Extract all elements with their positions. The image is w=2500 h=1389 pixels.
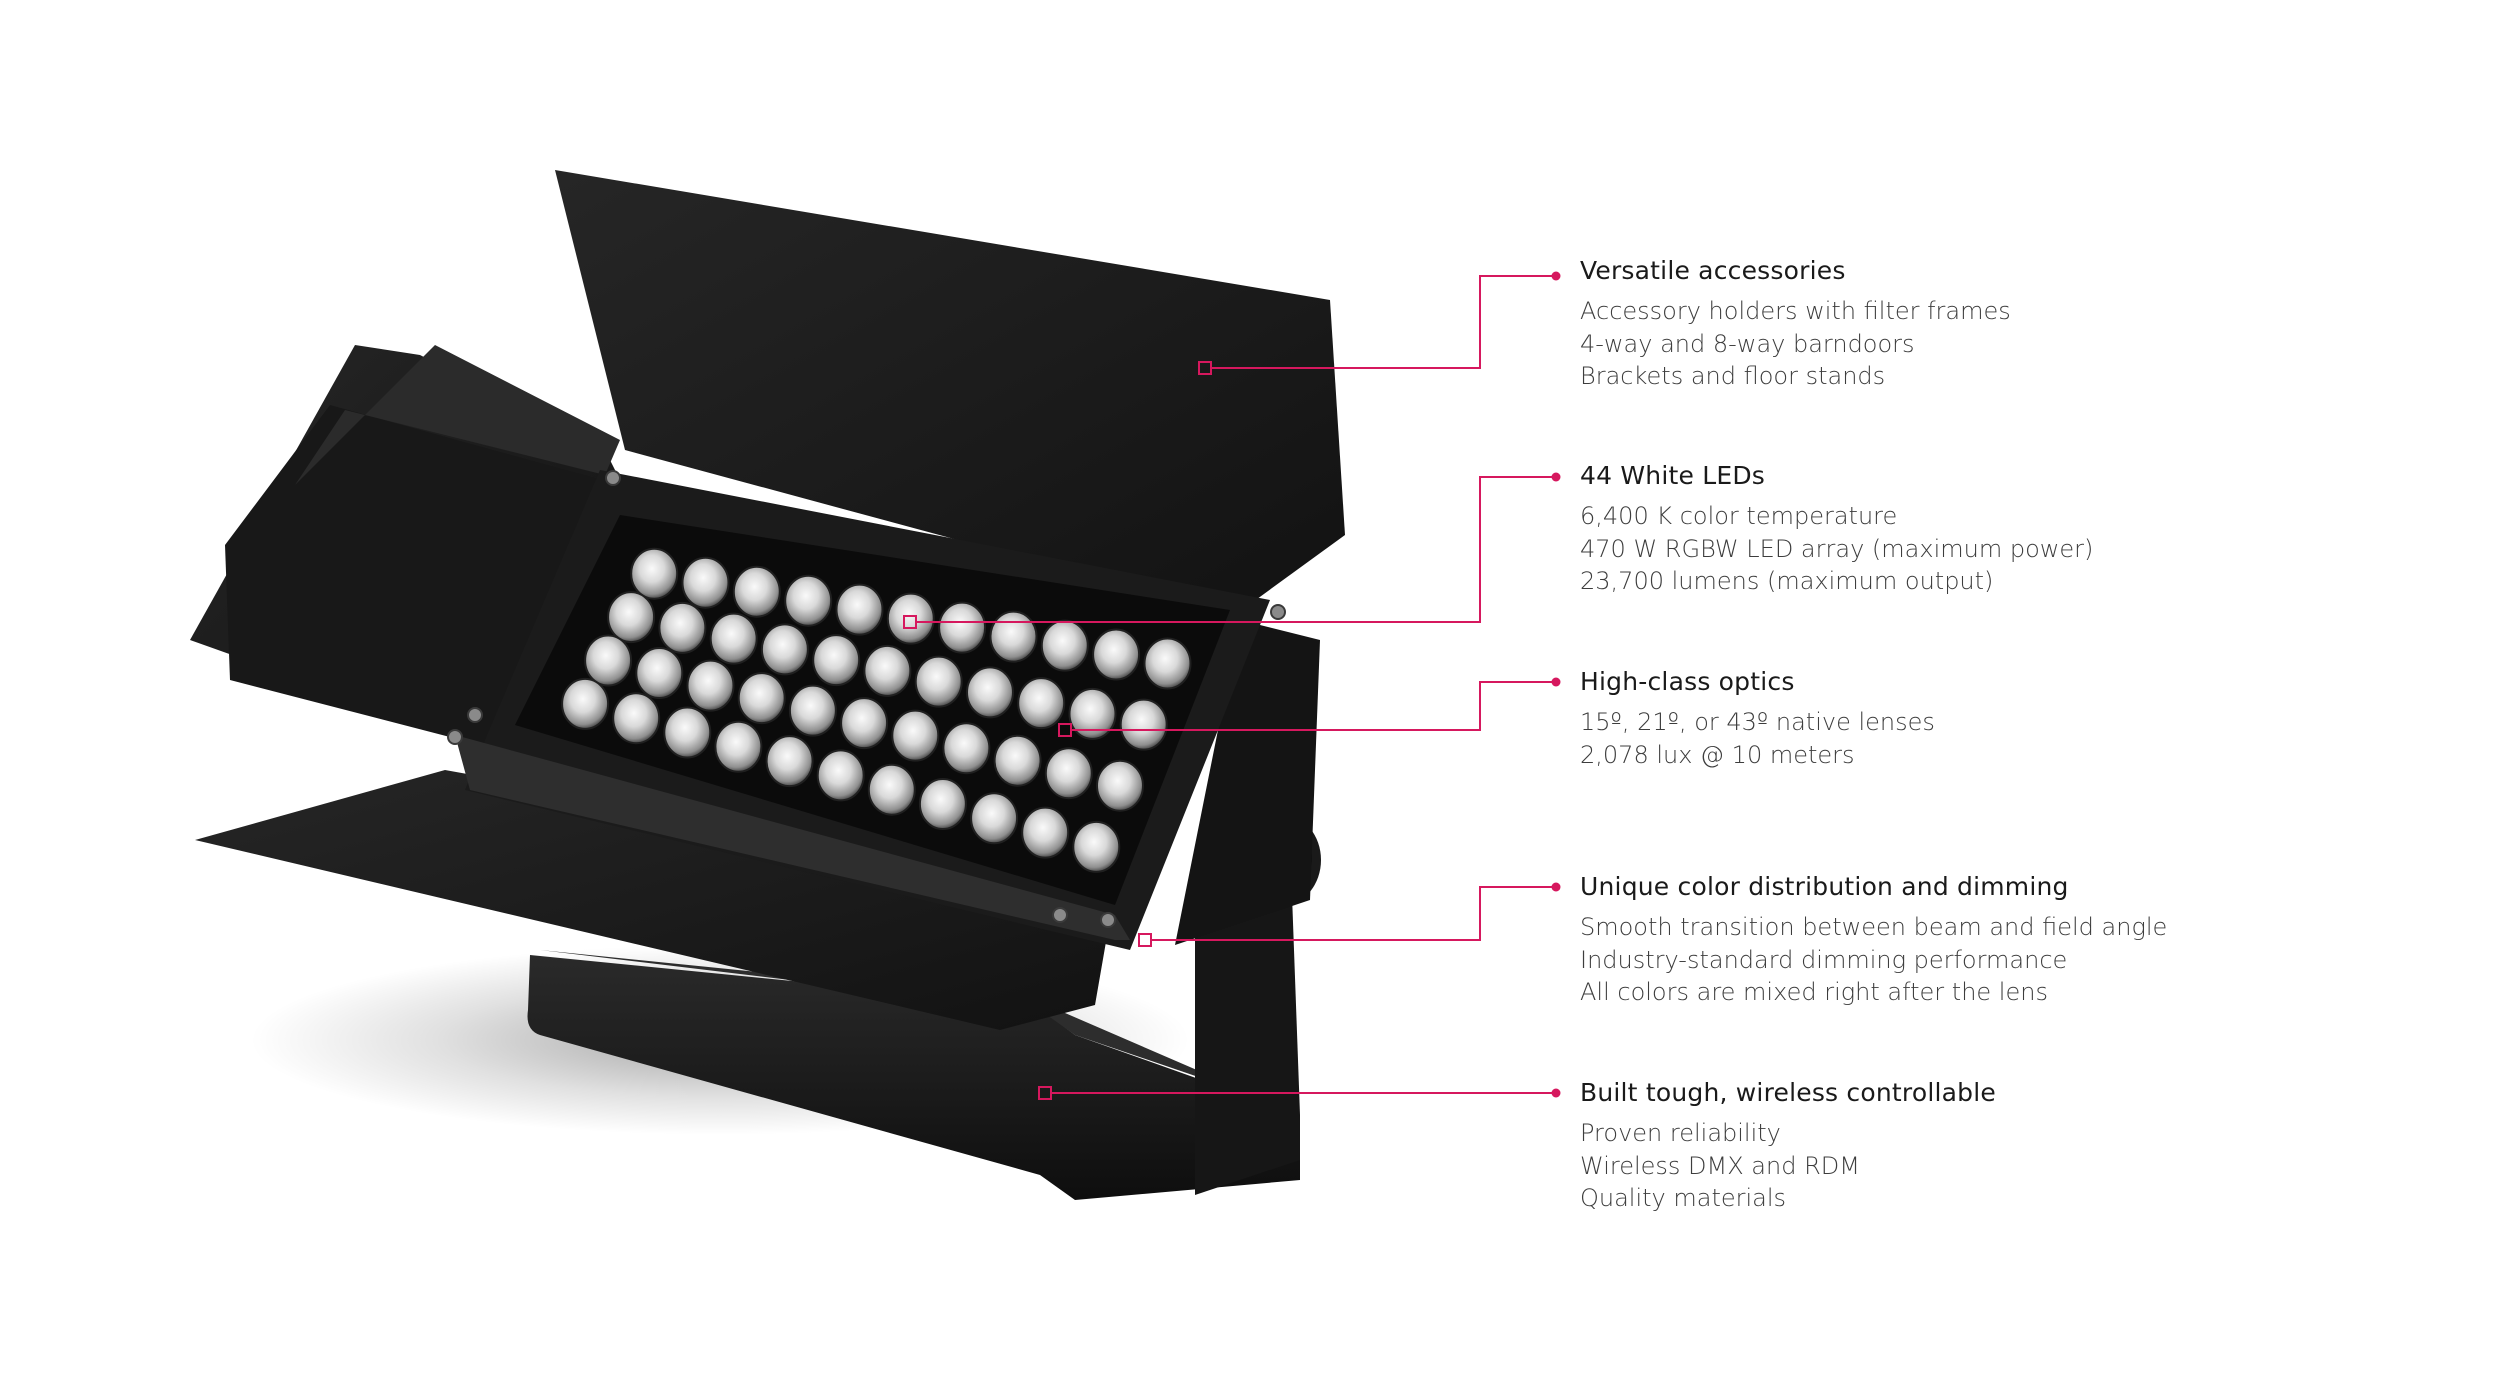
- led-lens: [714, 720, 763, 773]
- led-lens: [993, 734, 1042, 787]
- feature-title: Built tough, wireless controllable: [1580, 1078, 1996, 1107]
- feature-list: 15º, 21º, or 43º native lenses 2,078 lux…: [1580, 706, 2480, 771]
- barndoor-top: [555, 170, 1345, 615]
- feature-item: Proven reliability: [1580, 1119, 1781, 1147]
- led-lens: [1040, 619, 1089, 672]
- led-lens: [607, 591, 656, 644]
- led-lens: [891, 709, 940, 762]
- callout-marker: [903, 615, 917, 629]
- led-lens: [784, 574, 833, 627]
- feature-item: 4-way and 8-way barndoors: [1580, 329, 1915, 358]
- led-lens: [612, 692, 661, 745]
- led-lens: [863, 644, 912, 697]
- led-lens: [938, 601, 987, 654]
- led-lens: [816, 749, 865, 802]
- led-lens: [658, 601, 707, 654]
- feature-list: Proven reliability Wireless DMX and RDM …: [1580, 1117, 2480, 1215]
- led-array: [561, 547, 1192, 873]
- callout-line: [1151, 886, 1552, 941]
- callout-lines: [903, 271, 1561, 1100]
- feature-item: 2,078 lux @ 10 meters: [1580, 740, 1855, 769]
- rear-housing: [1175, 620, 1320, 945]
- feature-item: All colors are mixed right after the len…: [1580, 978, 2048, 1006]
- led-lens: [635, 647, 684, 699]
- led-lens: [1021, 806, 1070, 859]
- led-lens: [914, 655, 963, 708]
- callout-dot: [1551, 882, 1561, 892]
- led-lens: [1017, 677, 1066, 730]
- feature-item: Quality materials: [1580, 1184, 1787, 1212]
- barndoor-left-panel: [295, 345, 620, 485]
- led-lens: [1072, 820, 1121, 873]
- feature-list: Smooth transition between beam and field…: [1580, 911, 2480, 1009]
- feature-color-distribution: Unique color distribution and dimming Sm…: [1580, 872, 2480, 1009]
- callout-marker: [1038, 1086, 1052, 1100]
- led-lens: [886, 592, 935, 645]
- feature-title: Versatile accessories: [1580, 256, 1846, 285]
- led-lens: [966, 666, 1014, 719]
- led-lens: [942, 722, 991, 775]
- feature-item: Industry-standard dimming performance: [1580, 945, 2068, 974]
- led-lens: [732, 565, 781, 618]
- feature-versatile-accessories: Versatile accessories Accessory holders …: [1580, 256, 2480, 393]
- feature-item: 6,400 K color temperature: [1580, 502, 1898, 530]
- feature-list: 6,400 K color temperature 470 W RGBW LED…: [1580, 500, 2480, 598]
- led-lens: [788, 684, 837, 737]
- led-lens: [681, 556, 730, 609]
- feature-item: Brackets and floor stands: [1580, 362, 1886, 390]
- led-lens: [1092, 628, 1141, 681]
- led-lens: [989, 610, 1038, 663]
- callout-dot: [1551, 271, 1561, 281]
- callout-marker: [1198, 361, 1212, 375]
- callout-dot: [1551, 472, 1561, 482]
- led-lens: [835, 583, 884, 636]
- led-lens: [686, 659, 735, 712]
- feature-list: Accessory holders with filter frames 4-w…: [1580, 295, 2480, 393]
- feature-item: 15º, 21º, or 43º native lenses: [1580, 708, 1935, 736]
- led-lens: [663, 706, 712, 759]
- callout-dot: [1551, 677, 1561, 687]
- led-lens: [840, 697, 889, 750]
- feature-item: Wireless DMX and RDM: [1580, 1151, 1860, 1180]
- led-lens: [584, 634, 633, 687]
- led-lens: [1068, 687, 1117, 740]
- front-frame-lip: [455, 735, 1130, 940]
- led-lens: [561, 677, 610, 730]
- led-lens: [970, 792, 1019, 845]
- barndoor-bottom: [195, 770, 1115, 1030]
- callout-marker: [1138, 933, 1152, 947]
- feature-title: 44 White LEDs: [1580, 461, 1765, 490]
- led-lens: [1044, 747, 1093, 800]
- feature-built-tough: Built tough, wireless controllable Prove…: [1580, 1078, 2480, 1215]
- led-lens: [812, 634, 861, 687]
- led-lens: [630, 547, 679, 600]
- led-lens: [867, 763, 916, 816]
- led-lens: [765, 735, 814, 788]
- callout-marker: [1058, 723, 1072, 737]
- feature-item: 23,700 lumens (maximum output): [1580, 567, 1994, 595]
- feature-high-class-optics: High-class optics 15º, 21º, or 43º nativ…: [1580, 667, 2480, 771]
- feature-white-leds: 44 White LEDs 6,400 K color temperature …: [1580, 461, 2480, 598]
- feature-item: Accessory holders with filter frames: [1580, 297, 2011, 325]
- led-lens: [737, 672, 786, 725]
- callout-dot: [1551, 1088, 1561, 1098]
- callout-line: [916, 476, 1552, 623]
- led-lens: [1119, 698, 1168, 751]
- frame-screws: [447, 470, 1286, 928]
- callout-line: [1211, 275, 1552, 369]
- led-lens: [760, 623, 809, 676]
- led-lens: [1143, 637, 1192, 690]
- led-lens: [918, 778, 967, 830]
- led-lens: [1096, 759, 1144, 812]
- stand-base: [527, 955, 1300, 1200]
- feature-item: Smooth transition between beam and field…: [1580, 913, 2168, 941]
- led-lens: [709, 612, 758, 665]
- feature-title: High-class optics: [1580, 667, 1795, 696]
- feature-title: Unique color distribution and dimming: [1580, 872, 2069, 901]
- callout-line: [1071, 681, 1552, 731]
- feature-item: 470 W RGBW LED array (maximum power): [1580, 534, 2094, 563]
